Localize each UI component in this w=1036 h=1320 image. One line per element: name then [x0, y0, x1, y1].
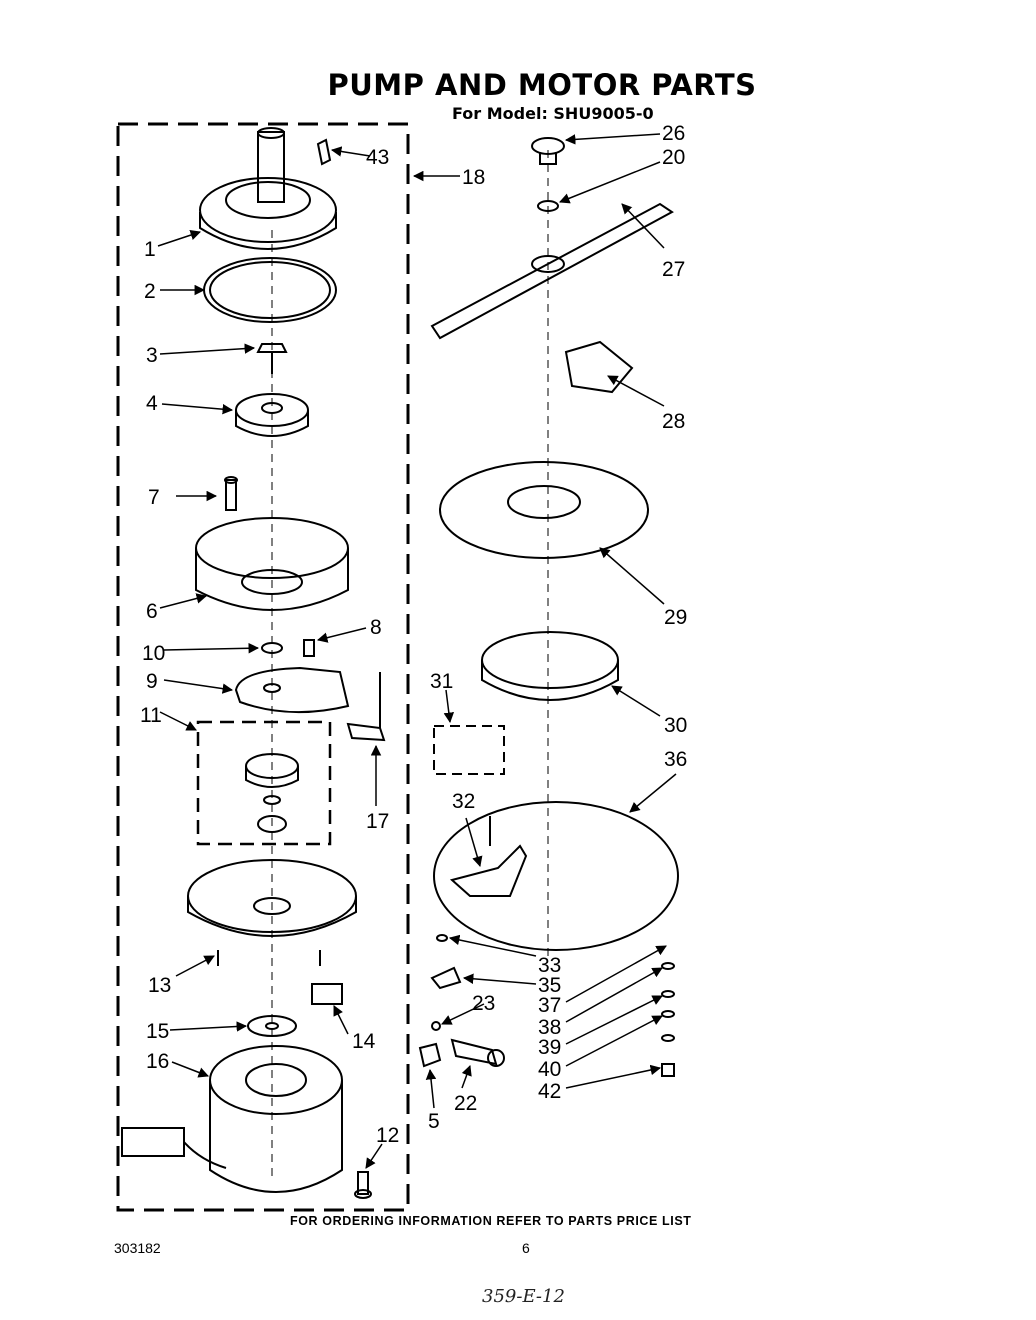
part-33-washer	[436, 934, 448, 942]
callout-15: 15	[146, 1020, 169, 1043]
callout-3: 3	[146, 344, 158, 367]
callout-8: 8	[370, 616, 382, 639]
callout-20: 20	[662, 146, 685, 169]
hardware-stack	[661, 962, 675, 1077]
part-17-switch	[346, 672, 386, 742]
part-1-pump-cover	[199, 127, 337, 250]
part-35-clip	[430, 966, 462, 990]
callout-27: 27	[662, 258, 685, 281]
callout-11: 11	[140, 704, 162, 727]
part-23-ball	[431, 1021, 441, 1031]
callout-33: 33	[538, 954, 561, 977]
callout-9: 9	[146, 670, 158, 693]
part-36-ring	[433, 801, 679, 951]
part-8-pin	[303, 639, 315, 657]
part-29-filter	[439, 461, 649, 559]
callout-40: 40	[538, 1058, 561, 1081]
callout-14: 14	[352, 1030, 376, 1053]
callout-31: 31	[430, 670, 453, 693]
callout-29: 29	[664, 606, 687, 629]
document-number: 303182	[114, 1240, 161, 1256]
part-26-cap	[531, 137, 565, 165]
callout-38: 38	[538, 1016, 561, 1039]
part-3-fitting	[256, 343, 288, 374]
part-7-screw	[224, 476, 238, 511]
part-22-valve	[450, 1038, 505, 1067]
callout-32: 32	[452, 790, 475, 813]
part-14-capacitor	[311, 983, 343, 1005]
callout-39: 39	[538, 1036, 561, 1059]
callout-42: 42	[538, 1080, 561, 1103]
assembly-31-box	[433, 725, 505, 775]
part-32-bracket	[449, 816, 528, 897]
part-2-gasket	[203, 257, 337, 323]
callout-23: 23	[472, 992, 495, 1015]
part-12-screw	[354, 1171, 372, 1199]
callout-36: 36	[664, 748, 687, 771]
part-5-clip	[418, 1042, 442, 1068]
part-4-impeller	[235, 393, 309, 437]
callout-18: 18	[462, 166, 485, 189]
callout-5: 5	[428, 1110, 440, 1133]
part-43-clip	[316, 138, 332, 166]
callout-26: 26	[662, 122, 685, 145]
page-title: PUMP AND MOTOR PARTS	[327, 68, 757, 102]
part-10-washer	[261, 642, 283, 654]
callout-22: 22	[454, 1092, 477, 1115]
part-30-seal-ring	[481, 631, 619, 701]
callout-30: 30	[664, 714, 687, 737]
callout-35: 35	[538, 974, 561, 997]
callout-4: 4	[146, 392, 158, 415]
model-label: For Model: SHU9005-0	[452, 104, 654, 123]
assembly-11-box	[196, 720, 332, 846]
callout-17: 17	[366, 810, 389, 833]
callout-43: 43	[366, 146, 389, 169]
callout-13: 13	[148, 974, 171, 997]
part-27-spray-arm	[430, 202, 674, 340]
handwritten-note: 359-E-12	[482, 1286, 565, 1307]
callout-16: 16	[146, 1050, 169, 1073]
callout-1: 1	[144, 238, 156, 261]
callout-12: 12	[376, 1124, 399, 1147]
callout-2: 2	[144, 280, 156, 303]
part-9-plate	[234, 666, 350, 714]
callout-10: 10	[142, 642, 165, 665]
part-20-washer	[537, 200, 559, 212]
callout-7: 7	[148, 486, 160, 509]
part-16-motor	[121, 1045, 343, 1193]
part-11-chopper	[245, 753, 299, 833]
callout-labels: 1 2 3 4 5 6 7 8 9 10 11 12 13 14 15 16 1…	[140, 122, 687, 1147]
part-15-washer	[247, 1015, 297, 1037]
part-13-base	[187, 859, 357, 966]
page-number: 6	[522, 1240, 530, 1256]
callout-6: 6	[146, 600, 158, 623]
callout-37: 37	[538, 994, 561, 1017]
ordering-footer: FOR ORDERING INFORMATION REFER TO PARTS …	[290, 1214, 692, 1228]
assembly-18-box	[116, 122, 410, 1212]
part-28-deflector	[564, 340, 634, 394]
callout-28: 28	[662, 410, 685, 433]
